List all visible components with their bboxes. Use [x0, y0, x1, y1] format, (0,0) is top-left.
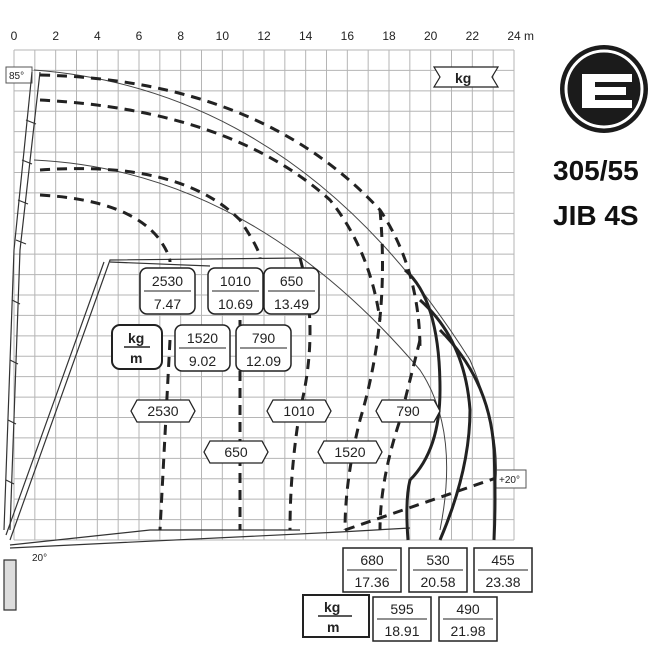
inner-box-1520-m: 9.02	[189, 353, 216, 369]
x-tick-10: 10	[216, 29, 230, 43]
unit-legend-inner: kg m	[111, 324, 163, 370]
x-tick-12: 12	[257, 29, 271, 43]
curve-tags: 2530 1010 650 1520 790	[130, 399, 441, 464]
svg-text:85°: 85°	[9, 71, 24, 82]
inner-box-2530: 2530 7.47	[139, 267, 196, 315]
x-axis-unit: m	[524, 29, 534, 43]
x-tick-8: 8	[177, 29, 184, 43]
svg-text:+20°: +20°	[499, 475, 520, 486]
curve-tag-1010: 1010	[266, 399, 332, 423]
bottom-box-530: 530 20.58	[408, 547, 468, 593]
load-curve-mid	[343, 209, 384, 531]
inner-box-1520-kg: 1520	[187, 330, 218, 346]
curve-tag-label: 650	[224, 444, 248, 460]
bottom-box-490: 490 21.98	[438, 596, 498, 642]
inner-box-1010-kg: 1010	[220, 273, 251, 289]
curve-tag-650: 650	[203, 440, 269, 464]
inner-box-2530-m: 7.47	[154, 296, 181, 312]
inner-box-790-kg: 790	[252, 330, 276, 346]
load-curve-1520	[158, 339, 172, 531]
load-curve-far	[378, 339, 422, 531]
inner-box-790: 790 12.09	[235, 324, 292, 372]
svg-text:m: m	[327, 619, 339, 635]
svg-text:m: m	[130, 350, 142, 366]
curve-tag-790: 790	[375, 399, 441, 423]
svg-text:kg: kg	[128, 330, 144, 346]
x-tick-24: 24	[507, 29, 521, 43]
inner-box-1520: 1520 9.02	[174, 324, 231, 372]
x-tick-14: 14	[299, 29, 313, 43]
unit-tag-top: kg	[432, 66, 500, 88]
outer-solid-curves	[404, 268, 497, 541]
x-tick-22: 22	[466, 29, 480, 43]
bottom-box-455: 455 23.38	[473, 547, 533, 593]
bottom-box-530-m: 20.58	[420, 574, 455, 590]
x-tick-6: 6	[136, 29, 143, 43]
curve-tag-label: 2530	[147, 403, 178, 419]
x-tick-18: 18	[382, 29, 396, 43]
load-curve-plus20	[344, 476, 497, 532]
brand-logo	[560, 45, 648, 133]
svg-text:kg: kg	[455, 70, 471, 86]
bottom-box-455-kg: 455	[491, 552, 515, 568]
load-curve-outer-2	[39, 98, 382, 321]
bottom-box-530-kg: 530	[426, 552, 450, 568]
x-tick-0: 0	[11, 29, 18, 43]
bottom-box-490-m: 21.98	[450, 623, 485, 639]
curve-tag-label: 1010	[283, 403, 314, 419]
inner-box-650: 650 13.49	[263, 267, 320, 315]
outer-curve-1	[404, 268, 442, 541]
bottom-box-595-kg: 595	[390, 601, 414, 617]
bottom-box-595-m: 18.91	[384, 623, 419, 639]
bottom-box-455-m: 23.38	[485, 574, 520, 590]
curve-tag-label: 790	[396, 403, 420, 419]
angle-label-right: +20°	[495, 469, 527, 489]
inner-box-1010: 1010 10.69	[207, 267, 264, 315]
unit-legend-bottom: kg m	[302, 594, 370, 638]
svg-text:kg: kg	[324, 599, 340, 615]
model-line-1: 305/55	[553, 155, 639, 186]
outer-curve-3	[438, 328, 497, 541]
angle-label-top: 85°	[5, 66, 33, 84]
crane-boom	[3, 71, 411, 611]
x-tick-2: 2	[52, 29, 59, 43]
bottom-box-680-kg: 680	[360, 552, 384, 568]
x-tick-20: 20	[424, 29, 438, 43]
model-line-2: JIB 4S	[553, 200, 639, 231]
inner-value-boxes: 2530 7.47 1010 10.69 650 13.49 1520 9.02 790 12.0…	[139, 267, 320, 372]
curve-tag-2530: 2530	[130, 399, 196, 423]
load-curve-inner-1	[39, 167, 262, 259]
inner-box-790-m: 12.09	[246, 353, 281, 369]
bottom-box-680: 680 17.36	[342, 547, 402, 593]
load-curve-outer-1	[39, 73, 422, 351]
inner-box-650-m: 13.49	[274, 296, 309, 312]
inner-box-650-kg: 650	[280, 273, 304, 289]
x-tick-16: 16	[341, 29, 355, 43]
inner-box-1010-m: 10.69	[218, 296, 253, 312]
angle-label-bottom: 20°	[32, 553, 47, 564]
curve-tag-label: 1520	[334, 444, 365, 460]
x-tick-4: 4	[94, 29, 101, 43]
inner-box-2530-kg: 2530	[152, 273, 183, 289]
bottom-box-680-m: 17.36	[354, 574, 389, 590]
load-curve-inner-2	[39, 193, 172, 263]
bottom-value-boxes: 680 17.36 530 20.58 455 23.38 595 18.91 490 21.98	[342, 547, 533, 642]
curve-tag-1520: 1520	[317, 440, 383, 464]
bottom-box-490-kg: 490	[456, 601, 480, 617]
outer-curve-2	[419, 298, 472, 541]
bottom-box-595: 595 18.91	[372, 596, 432, 642]
